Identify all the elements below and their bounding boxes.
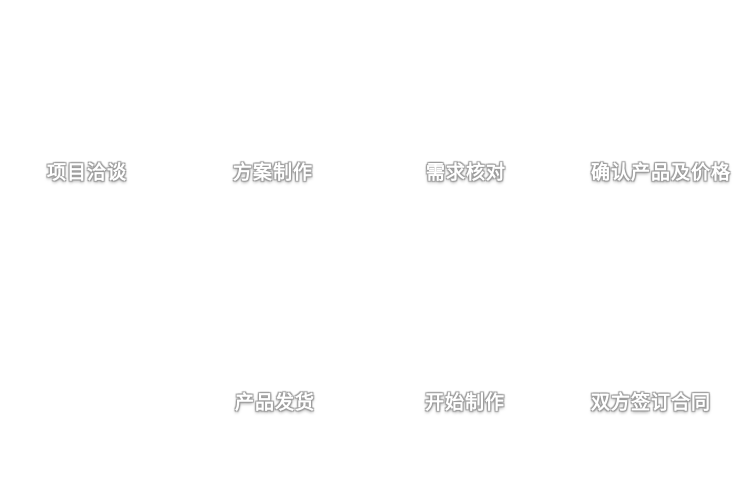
flow-step-label-start-production: 开始制作 <box>424 391 506 414</box>
flow-step-label-confirm-product-and-price: 确认产品及价格 <box>590 161 732 184</box>
flow-step-label-project-negotiation: 项目洽谈 <box>46 161 128 184</box>
flow-step-label-product-shipment: 产品发货 <box>234 391 316 414</box>
flow-step-label-sign-contract: 双方签订合同 <box>590 391 712 414</box>
flow-step-label-proposal-creation: 方案制作 <box>232 161 314 184</box>
flow-step-label-requirement-check: 需求核对 <box>425 161 507 184</box>
